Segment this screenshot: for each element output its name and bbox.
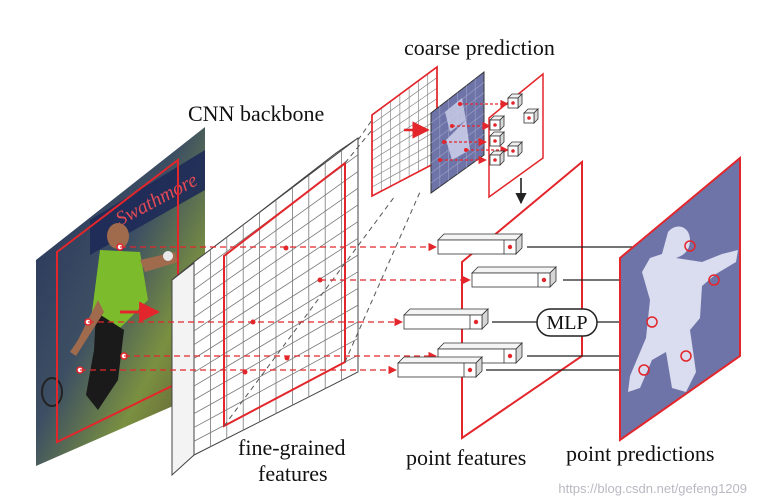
feature-vector [403,308,489,330]
label-point-predictions: point predictions [566,441,715,466]
feature-vector [437,342,523,364]
mlp-node: MLP [536,308,598,337]
projection-guides [223,119,421,427]
label-point-features: point features [406,445,527,470]
label-fine-grained-1: fine-grained [238,435,346,460]
feature-vector [471,266,557,288]
point-feature-vectors [397,233,557,378]
point-predictions-plane [619,155,741,442]
watermark: https://blog.csdn.net/gefeng1209 [558,481,747,496]
point-cube [489,150,505,166]
point-cube [489,131,505,147]
feature-vector [437,233,523,255]
label-cnn-backbone: CNN backbone [188,101,325,126]
coarse-prediction-group [371,65,544,199]
point-features-plane [461,159,583,440]
feature-vector [397,356,483,378]
input-image: Swathmore [36,127,205,466]
point-cube [523,108,539,124]
label-coarse-prediction: coarse prediction [404,35,555,60]
point-cube [507,141,523,157]
sampling-arrows [80,242,471,375]
label-fine-grained-2: features [258,461,328,486]
point-cube [507,93,523,109]
point-cube [489,115,505,131]
mlp-label: MLP [546,312,587,334]
cnn-backbone-slab [171,136,359,477]
